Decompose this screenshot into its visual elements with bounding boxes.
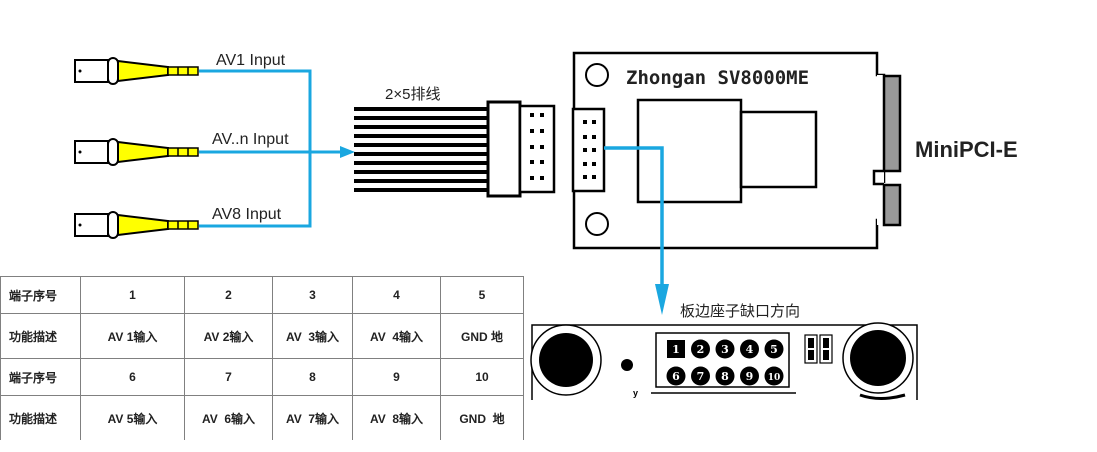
pin-function-cell: AV 6输入 (184, 395, 273, 440)
pin-number-cell: 5 (440, 276, 524, 314)
pin-function-cell: GND 地 (440, 313, 524, 359)
pin-function-cell: AV 4输入 (352, 313, 441, 359)
minipcie-board: Zhongan SV8000ME (571, 51, 902, 250)
row-header: 端子序号 (0, 276, 81, 314)
row-header: 端子序号 (0, 358, 81, 396)
pin-8 (715, 366, 735, 386)
pin-number-label: 7 (697, 370, 705, 383)
edge-contacts-upper (882, 74, 902, 173)
signal-line-down (604, 146, 664, 290)
rca-plug-2 (74, 138, 199, 166)
pin-number-label: 4 (746, 343, 754, 356)
pin-number-label: 6 (672, 370, 680, 383)
mounting-hole-icon (585, 212, 609, 236)
input-label-avn: AV..n Input (212, 131, 289, 148)
pin-function-cell: AV 8输入 (352, 395, 441, 440)
pin-7 (691, 366, 710, 386)
signal-lines (199, 69, 342, 228)
rca-plug-3 (74, 211, 199, 239)
pin-function-cell: AV 7输入 (272, 395, 353, 440)
pin-number-label: 10 (768, 373, 781, 383)
mounting-hole-icon (585, 63, 609, 87)
pin-3 (715, 339, 735, 359)
pin-2 (691, 339, 710, 359)
row-header: 功能描述 (0, 395, 81, 440)
pin-function-cell: AV 2输入 (184, 313, 273, 359)
edge-connector-pins: 1 2 3 4 5 6 7 8 9 10 (666, 339, 784, 386)
board-header-connector (571, 107, 606, 193)
pin-number-cell: 10 (440, 358, 524, 396)
pin-9 (740, 366, 759, 386)
pin-4 (740, 339, 759, 359)
pin-function-cell: AV 1输入 (80, 313, 185, 359)
pin-number-label: 8 (721, 370, 729, 383)
pin-function-cell: AV 3输入 (272, 313, 353, 359)
svg-text:y: y (633, 388, 638, 398)
pin-function-cell: GND 地 (440, 395, 524, 440)
pin-number-cell: 2 (184, 276, 273, 314)
pin-number-label: 2 (697, 343, 705, 356)
ribbon-cable (354, 107, 488, 192)
pin-6 (666, 366, 686, 386)
cable-label: 2×5排线 (385, 86, 440, 103)
interface-label: MiniPCI-E (915, 137, 1018, 162)
edge-contacts-lower (882, 183, 902, 227)
pin-function-cell: AV 5输入 (80, 395, 185, 440)
chip-secondary (739, 110, 818, 189)
board-title: Zhongan SV8000ME (626, 67, 809, 89)
edge-connector-view: y (530, 322, 918, 400)
arrow-right-icon (340, 146, 355, 158)
pin-10 (764, 366, 784, 386)
pin-number-label: 5 (770, 343, 778, 356)
pin-number-label: 1 (672, 343, 680, 356)
pin-1 (667, 340, 685, 358)
input-label-av1: AV1 Input (216, 52, 286, 69)
cable-plug (486, 100, 556, 198)
rca-plug-1 (74, 57, 199, 85)
pin-number-cell: 7 (184, 358, 273, 396)
input-label-av8: AV8 Input (212, 206, 282, 223)
pin-number-cell: 9 (352, 358, 441, 396)
pin-number-label: 9 (746, 370, 754, 383)
arrow-down-icon (655, 284, 669, 315)
pin-number-cell: 3 (272, 276, 353, 314)
pin-number-cell: 6 (80, 358, 185, 396)
pin-number-cell: 1 (80, 276, 185, 314)
pin-number-label: 3 (721, 343, 729, 356)
pin-number-cell: 4 (352, 276, 441, 314)
pin-5 (764, 339, 784, 359)
direction-label: 板边座子缺口方向 (680, 302, 800, 320)
row-header: 功能描述 (0, 313, 81, 359)
pin-number-cell: 8 (272, 358, 353, 396)
